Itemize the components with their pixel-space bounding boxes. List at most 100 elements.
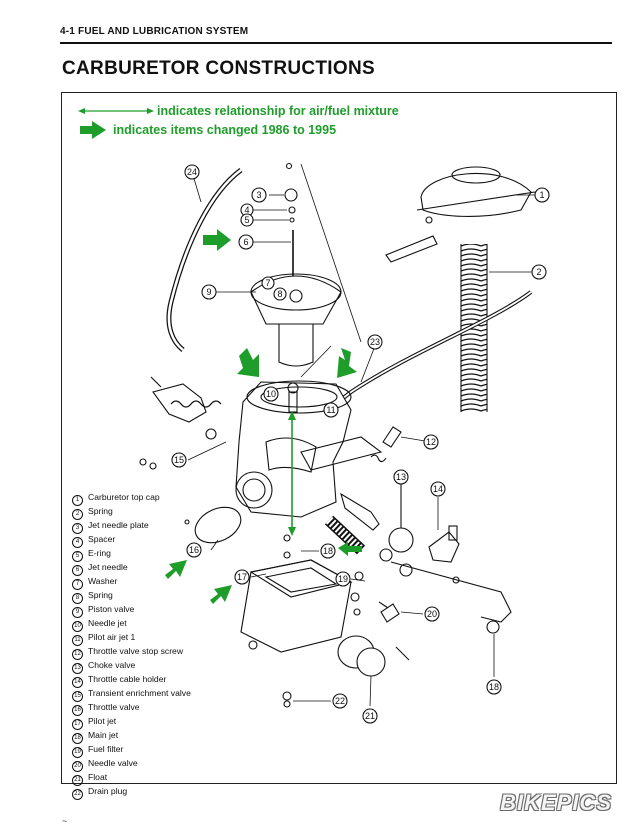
part-name: Pilot jet [88, 716, 117, 726]
part-name: Throttle cable holder [88, 674, 167, 684]
part-name: Pilot air jet 1 [88, 632, 136, 642]
callout-label: 10 [266, 389, 276, 399]
corner-mark: ~ [62, 816, 68, 826]
callout-label: 7 [265, 278, 270, 288]
callout-8: 8 [273, 287, 287, 301]
part-name: Spacer [88, 534, 116, 544]
part-number: 4 [72, 537, 83, 548]
part-number: 3 [72, 523, 83, 534]
callout-7: 7 [261, 276, 275, 290]
parts-list-item: 4 Spacer [72, 534, 191, 548]
changed-arrow-body-right [337, 348, 357, 378]
section-header: 4-1 FUEL AND LUBRICATION SYSTEM [60, 22, 612, 44]
callout-1: 1 [534, 187, 550, 203]
parts-list-item: 9 Piston valve [72, 604, 191, 618]
callout-label: 19 [338, 574, 348, 584]
jet-needle-stack [284, 162, 298, 290]
callout-markers: 1 2 3 4 5 6 7 8 9 10 11 12 13 14 15 16 1… [171, 164, 550, 724]
legend-icons [78, 108, 154, 139]
part-number: 2 [72, 509, 83, 520]
callout-label: 8 [277, 289, 282, 299]
part-number: 11 [72, 635, 83, 646]
parts-list-item: 17 Pilot jet [72, 716, 191, 730]
part-number: 18 [72, 733, 83, 744]
diagram-frame [61, 92, 617, 784]
callout-label: 24 [187, 167, 197, 177]
callout-label: 18 [323, 546, 333, 556]
vent-tube [166, 167, 243, 352]
legend-changed-text: indicates items changed 1986 to 1995 [113, 123, 337, 137]
callout-label: 9 [206, 287, 211, 297]
callout-10: 10 [263, 386, 279, 402]
callout-label: 22 [335, 696, 345, 706]
callout-21: 21 [362, 708, 378, 724]
callout-label: 18 [489, 682, 499, 692]
part-number: 13 [72, 663, 83, 674]
carburetor-body [235, 380, 383, 518]
callout-18a: 18 [320, 543, 336, 559]
part-number: 9 [72, 607, 83, 618]
part-name: Transient enrichment valve [88, 688, 191, 698]
part-number: 20 [72, 761, 83, 772]
callout-20: 20 [424, 606, 440, 622]
callout-18b: 18 [486, 679, 502, 695]
part-name: Spring [88, 590, 113, 600]
part-name: Jet needle plate [88, 520, 149, 530]
changed-arrow-jet-needle [203, 229, 231, 251]
callout-9: 9 [201, 284, 217, 300]
callout-14: 14 [430, 481, 446, 497]
changed-arrow-throttle-valve [165, 560, 187, 579]
callout-label: 5 [244, 215, 249, 225]
legend-relationship-text: indicates relationship for air/fuel mixt… [157, 104, 399, 118]
callout-11: 11 [323, 402, 339, 418]
changed-arrow-body-left [237, 348, 259, 377]
callout-label: 16 [189, 545, 199, 555]
piston-valve [250, 273, 342, 367]
part-name: Piston valve [88, 604, 135, 614]
parts-list-item: 20 Needle valve [72, 758, 191, 772]
drain-plug [282, 691, 292, 708]
part-number: 12 [72, 649, 83, 660]
callout-22: 22 [332, 693, 348, 709]
callout-label: 23 [370, 337, 380, 347]
changed-arrow-pilot-jet [210, 585, 232, 604]
part-name: Needle valve [88, 758, 138, 768]
leader-lines [187, 163, 542, 707]
throttle-lever-shaft [378, 561, 512, 634]
callout-2: 2 [531, 264, 547, 280]
part-number: 5 [72, 551, 83, 562]
float-bowl [240, 559, 353, 653]
callout-12: 12 [423, 434, 439, 450]
callout-17: 17 [234, 569, 250, 585]
enrichment-valve [150, 376, 222, 440]
air-fuel-relationship-arrow [288, 411, 296, 536]
choke-valve [340, 477, 414, 553]
part-name: Spring [88, 506, 113, 516]
part-number: 17 [72, 719, 83, 730]
callout-15: 15 [171, 452, 187, 468]
callout-label: 12 [426, 437, 436, 447]
part-name: Jet needle [88, 562, 128, 572]
watermark-logo: BIKEPICS [500, 790, 612, 815]
callout-13: 13 [393, 469, 409, 485]
part-number: 22 [72, 789, 83, 800]
callout-label: 1 [539, 190, 544, 200]
throttle-cable-holder [428, 525, 460, 563]
part-number: 8 [72, 593, 83, 604]
part-number: 10 [72, 621, 83, 632]
parts-list-item: 11 Pilot air jet 1 [72, 632, 191, 646]
callout-label: 4 [244, 205, 249, 215]
part-number: 1 [72, 495, 83, 506]
